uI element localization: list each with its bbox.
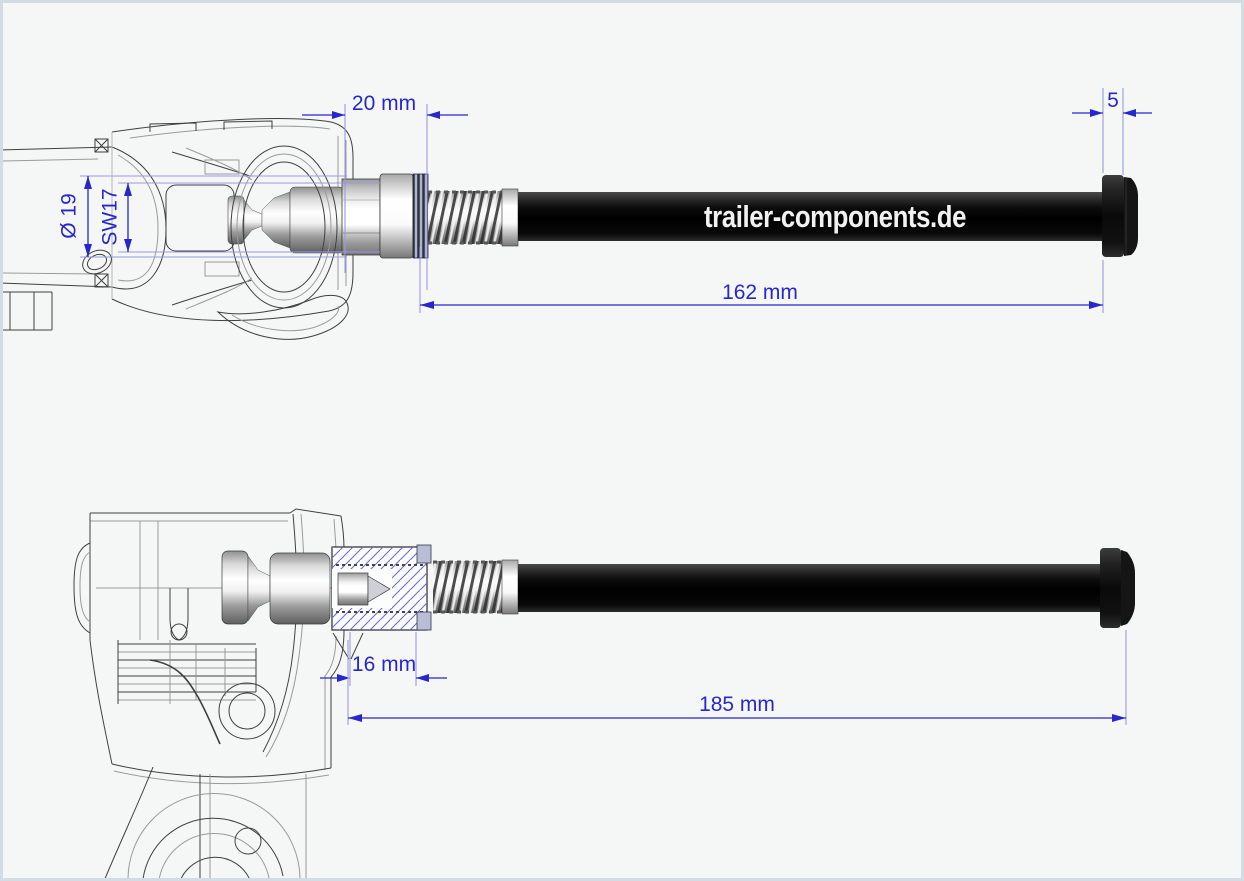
washer-section-top xyxy=(416,544,432,564)
thru-axle-assembled: trailer-components.de xyxy=(227,173,1138,259)
coupler-ring xyxy=(230,145,338,309)
axle-head-flange xyxy=(1100,548,1121,628)
brand-label: trailer-components.de xyxy=(704,199,966,234)
knob-disc xyxy=(221,550,249,625)
knob-cylinder xyxy=(269,552,331,625)
hex-tip xyxy=(337,572,369,606)
dim-diameter-label: Ø 19 xyxy=(58,193,81,239)
axle-shaft xyxy=(518,192,1102,241)
dim-wrench-size-label: SW17 xyxy=(99,188,122,245)
dim-diameter: Ø 19 xyxy=(58,175,347,258)
dim-overall-length-label: 185 mm xyxy=(699,693,775,716)
shaft-collar xyxy=(501,188,519,247)
dim-head-width-label: 5 xyxy=(1107,89,1119,112)
dim-nut-length-label: 20 mm xyxy=(352,92,416,115)
top-view: trailer-components.de 20 mm 5 xyxy=(3,88,1152,340)
washer-section-bottom xyxy=(416,611,432,631)
mount-wireframe xyxy=(73,508,364,878)
dim-thread-depth-label: 16 mm xyxy=(352,653,416,676)
thru-axle-section xyxy=(221,544,1135,631)
flange-collar xyxy=(379,173,414,259)
ball-pin-flare xyxy=(261,191,291,249)
coupler-wireframe xyxy=(3,118,354,340)
bottom-view: 16 mm 185 mm xyxy=(73,508,1135,878)
axle-head-cap xyxy=(1124,177,1138,256)
axle-head-cap xyxy=(1121,550,1135,626)
axle-head-flange xyxy=(1102,175,1124,257)
ball-pin-disc xyxy=(227,195,245,245)
hex-nut xyxy=(341,178,381,256)
drawing-canvas: trailer-components.de 20 mm 5 xyxy=(3,88,1152,878)
dim-wrench-size: SW17 xyxy=(99,182,380,253)
axle-shaft xyxy=(518,564,1100,612)
dim-head-width: 5 xyxy=(1072,88,1152,175)
dim-overall-length: 185 mm xyxy=(347,630,1127,725)
dim-thread-depth: 16 mm xyxy=(320,632,447,686)
hex-tip-cone xyxy=(367,575,391,603)
shaft-collar xyxy=(501,559,519,615)
dim-shaft-length: 162 mm xyxy=(419,247,1104,313)
serrated-washer xyxy=(412,173,429,259)
dim-nut-length: 20 mm xyxy=(302,92,468,290)
knob-waist xyxy=(247,555,271,622)
dim-shaft-length-label: 162 mm xyxy=(722,281,798,304)
ball-pin-waist xyxy=(243,199,263,241)
